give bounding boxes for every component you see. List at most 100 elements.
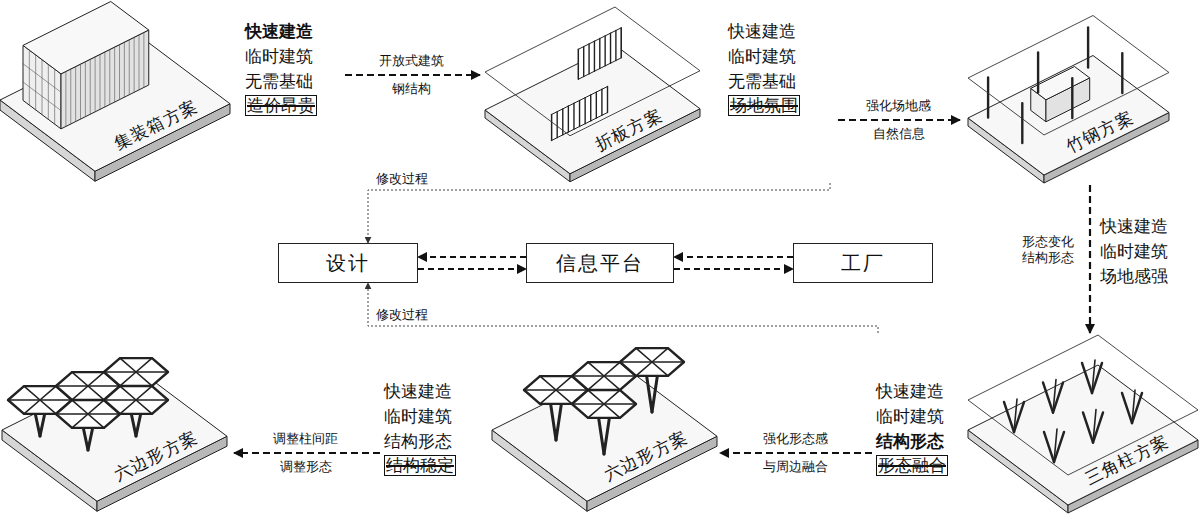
flow-arrow	[1089, 185, 1091, 333]
fence-bar	[568, 106, 569, 132]
slab-top	[968, 365, 1198, 505]
feature-item: 形态融合	[876, 455, 948, 476]
feature-item: 临时建筑	[245, 45, 313, 67]
triangle-column	[1014, 399, 1017, 432]
corrugation	[119, 45, 120, 100]
fence-bar	[579, 100, 580, 126]
feature-item: 场地氛围	[728, 95, 800, 116]
hex-spoke	[588, 362, 604, 376]
hex-spoke	[524, 389, 556, 391]
slab-top	[2, 365, 227, 501]
hex-spoke	[136, 386, 152, 400]
hex-spoke	[136, 371, 168, 373]
hex-spoke	[40, 386, 56, 400]
hex-spoke	[556, 376, 572, 390]
triangle-column	[1083, 413, 1093, 443]
corrugation	[100, 54, 101, 109]
hex-spoke	[652, 362, 668, 376]
scheme-platform: 三角柱方案快速建造临时建筑结构形态形态融合	[872, 333, 1198, 513]
corrugation	[95, 57, 96, 112]
hex-spoke	[88, 372, 104, 386]
box-label: 设计	[326, 250, 370, 277]
illustration-group	[485, 7, 700, 182]
bamboo-pole	[1121, 53, 1123, 93]
feature-item: 快速建造	[728, 20, 796, 42]
flow-arrow	[345, 74, 480, 76]
feature-item: 快速建造	[876, 380, 944, 402]
fence-bar	[556, 112, 557, 138]
hex-spoke	[56, 413, 88, 415]
edge-label: 强化形态感 与周边融合	[760, 425, 833, 481]
flow-arrow	[418, 256, 526, 258]
corrugation	[109, 50, 110, 105]
edge-label: 修改过程	[374, 306, 430, 324]
hex-spoke	[72, 372, 88, 386]
hex-spoke	[104, 371, 136, 373]
hex-spoke	[620, 361, 652, 363]
fence-bar	[573, 103, 574, 129]
hex-spoke	[604, 375, 636, 377]
fence-bar	[601, 89, 602, 115]
flow-arrow	[674, 256, 793, 258]
illustration-group	[2, 358, 227, 511]
corrugation	[70, 69, 71, 124]
triangle-column	[1132, 390, 1135, 423]
edge-label: 调整柱间距 调整形态	[270, 425, 343, 481]
feature-item: 临时建筑	[876, 405, 944, 427]
slab-top	[968, 56, 1169, 176]
hex-spoke	[604, 390, 620, 404]
bamboo-pole	[1071, 78, 1073, 118]
feature-item: 快速建造	[245, 20, 313, 42]
triangle-column	[1082, 363, 1092, 393]
bamboo-pole	[1037, 52, 1039, 92]
fence-bar	[615, 30, 616, 60]
feature-item: 快速建造	[384, 380, 452, 402]
scheme-illustration	[0, 320, 234, 512]
illustration-group	[0, 2, 230, 182]
box-label: 信息平台	[556, 250, 644, 277]
floating-plane	[968, 16, 1169, 136]
fence-panel	[578, 28, 621, 79]
door-line	[42, 60, 43, 115]
corrugation	[114, 47, 115, 102]
triangle-column	[1092, 360, 1095, 393]
hex-spoke	[636, 348, 652, 362]
hex-spoke	[136, 400, 152, 414]
hex-spoke	[136, 399, 168, 401]
hex-spoke	[652, 348, 668, 362]
edge-label: 强化场地感 自然信息	[863, 92, 936, 148]
triangle-column	[1053, 380, 1056, 413]
corrugation	[129, 40, 130, 95]
scheme-platform: 六边形方案	[0, 320, 234, 512]
fence-bar	[596, 92, 597, 118]
triangle-column	[1093, 410, 1096, 443]
flow-arrow	[234, 452, 380, 454]
illustration-group	[492, 348, 717, 511]
flow-arrow	[418, 268, 526, 270]
hex-spoke	[540, 390, 556, 404]
illustration-group	[968, 16, 1169, 184]
door-line	[54, 69, 55, 124]
hex-spoke	[120, 358, 136, 372]
corrugation	[143, 32, 144, 87]
hex-spoke	[636, 362, 652, 376]
stack-line	[23, 64, 61, 93]
fence-bar	[551, 114, 552, 140]
door-line	[29, 50, 30, 105]
feature-item: 临时建筑	[384, 405, 452, 427]
hex-spoke	[588, 376, 604, 390]
hex-spoke	[136, 372, 152, 386]
hex-spoke	[88, 414, 104, 428]
hex-spoke	[556, 390, 572, 404]
flow-arrow	[720, 452, 872, 454]
hex-spoke	[588, 390, 604, 404]
triangle-column	[1122, 393, 1132, 423]
fence-bar	[584, 98, 585, 124]
stack-line	[23, 82, 61, 111]
box-label: 工厂	[841, 250, 885, 277]
bamboo-pole	[1021, 103, 1023, 143]
illustration-group	[968, 335, 1198, 513]
hex-spoke	[88, 386, 104, 400]
corrugation	[90, 59, 91, 114]
